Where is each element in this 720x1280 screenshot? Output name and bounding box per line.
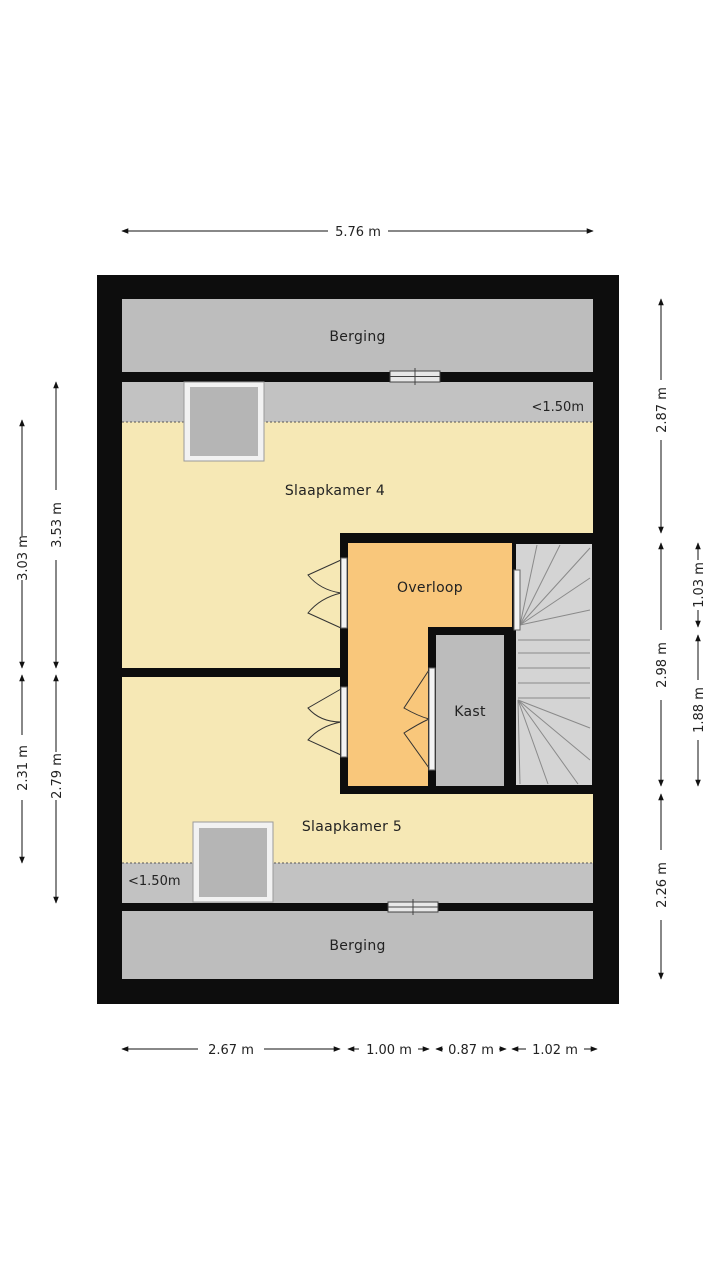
dim-right-inner-1: 1.03 m [692, 562, 707, 608]
dim-top-width: 5.76 m [335, 225, 381, 240]
dim-bottom-1: 2.67 m [208, 1043, 254, 1058]
landing-label: Overloop [397, 580, 463, 596]
dim-bottom-2: 1.00 m [366, 1043, 412, 1058]
dim-right-inner-2: 1.88 m [692, 687, 707, 733]
dim-right-outer-3: 2.26 m [655, 862, 670, 908]
dim-right-outer-2: 2.98 m [655, 642, 670, 688]
dim-bottom-4: 1.02 m [532, 1043, 578, 1058]
dim-left-inner-1: 3.53 m [50, 502, 65, 548]
dim-left-outer-2: 2.31 m [16, 745, 31, 791]
storage-bottom-room [122, 911, 593, 979]
door-swing-icon [307, 557, 348, 629]
low-ceiling-top-label: <1.50m [531, 400, 584, 415]
staircase-icon [513, 542, 594, 787]
skylight-icon [183, 381, 265, 462]
dim-left-inner-2: 2.79 m [50, 753, 65, 799]
door-swing-icon-closet [403, 667, 436, 771]
skylight-icon-bottom [192, 821, 274, 903]
bedroom-5-room-upper [122, 677, 340, 794]
bedroom-4-room-lower [122, 533, 340, 668]
dim-left-outer-1: 3.03 m [16, 535, 31, 581]
window-icon-bottom [387, 899, 439, 915]
door-swing-icon-bedroom5 [307, 686, 348, 758]
bedroom-4-label: Slaapkamer 4 [285, 483, 385, 499]
closet-room [436, 635, 504, 786]
door-frame-stairs [513, 569, 521, 631]
bedroom-5-label: Slaapkamer 5 [302, 819, 402, 835]
landing-room [348, 543, 512, 786]
closet-label: Kast [454, 704, 486, 720]
storage-top-label: Berging [329, 329, 385, 345]
low-ceiling-bottom-label: <1.50m [128, 874, 181, 889]
dim-right-outer-1: 2.87 m [655, 387, 670, 433]
dim-bottom-3: 0.87 m [448, 1043, 494, 1058]
storage-bottom-label: Berging [329, 938, 385, 954]
storage-top-room [122, 299, 593, 372]
window-icon [389, 368, 441, 385]
